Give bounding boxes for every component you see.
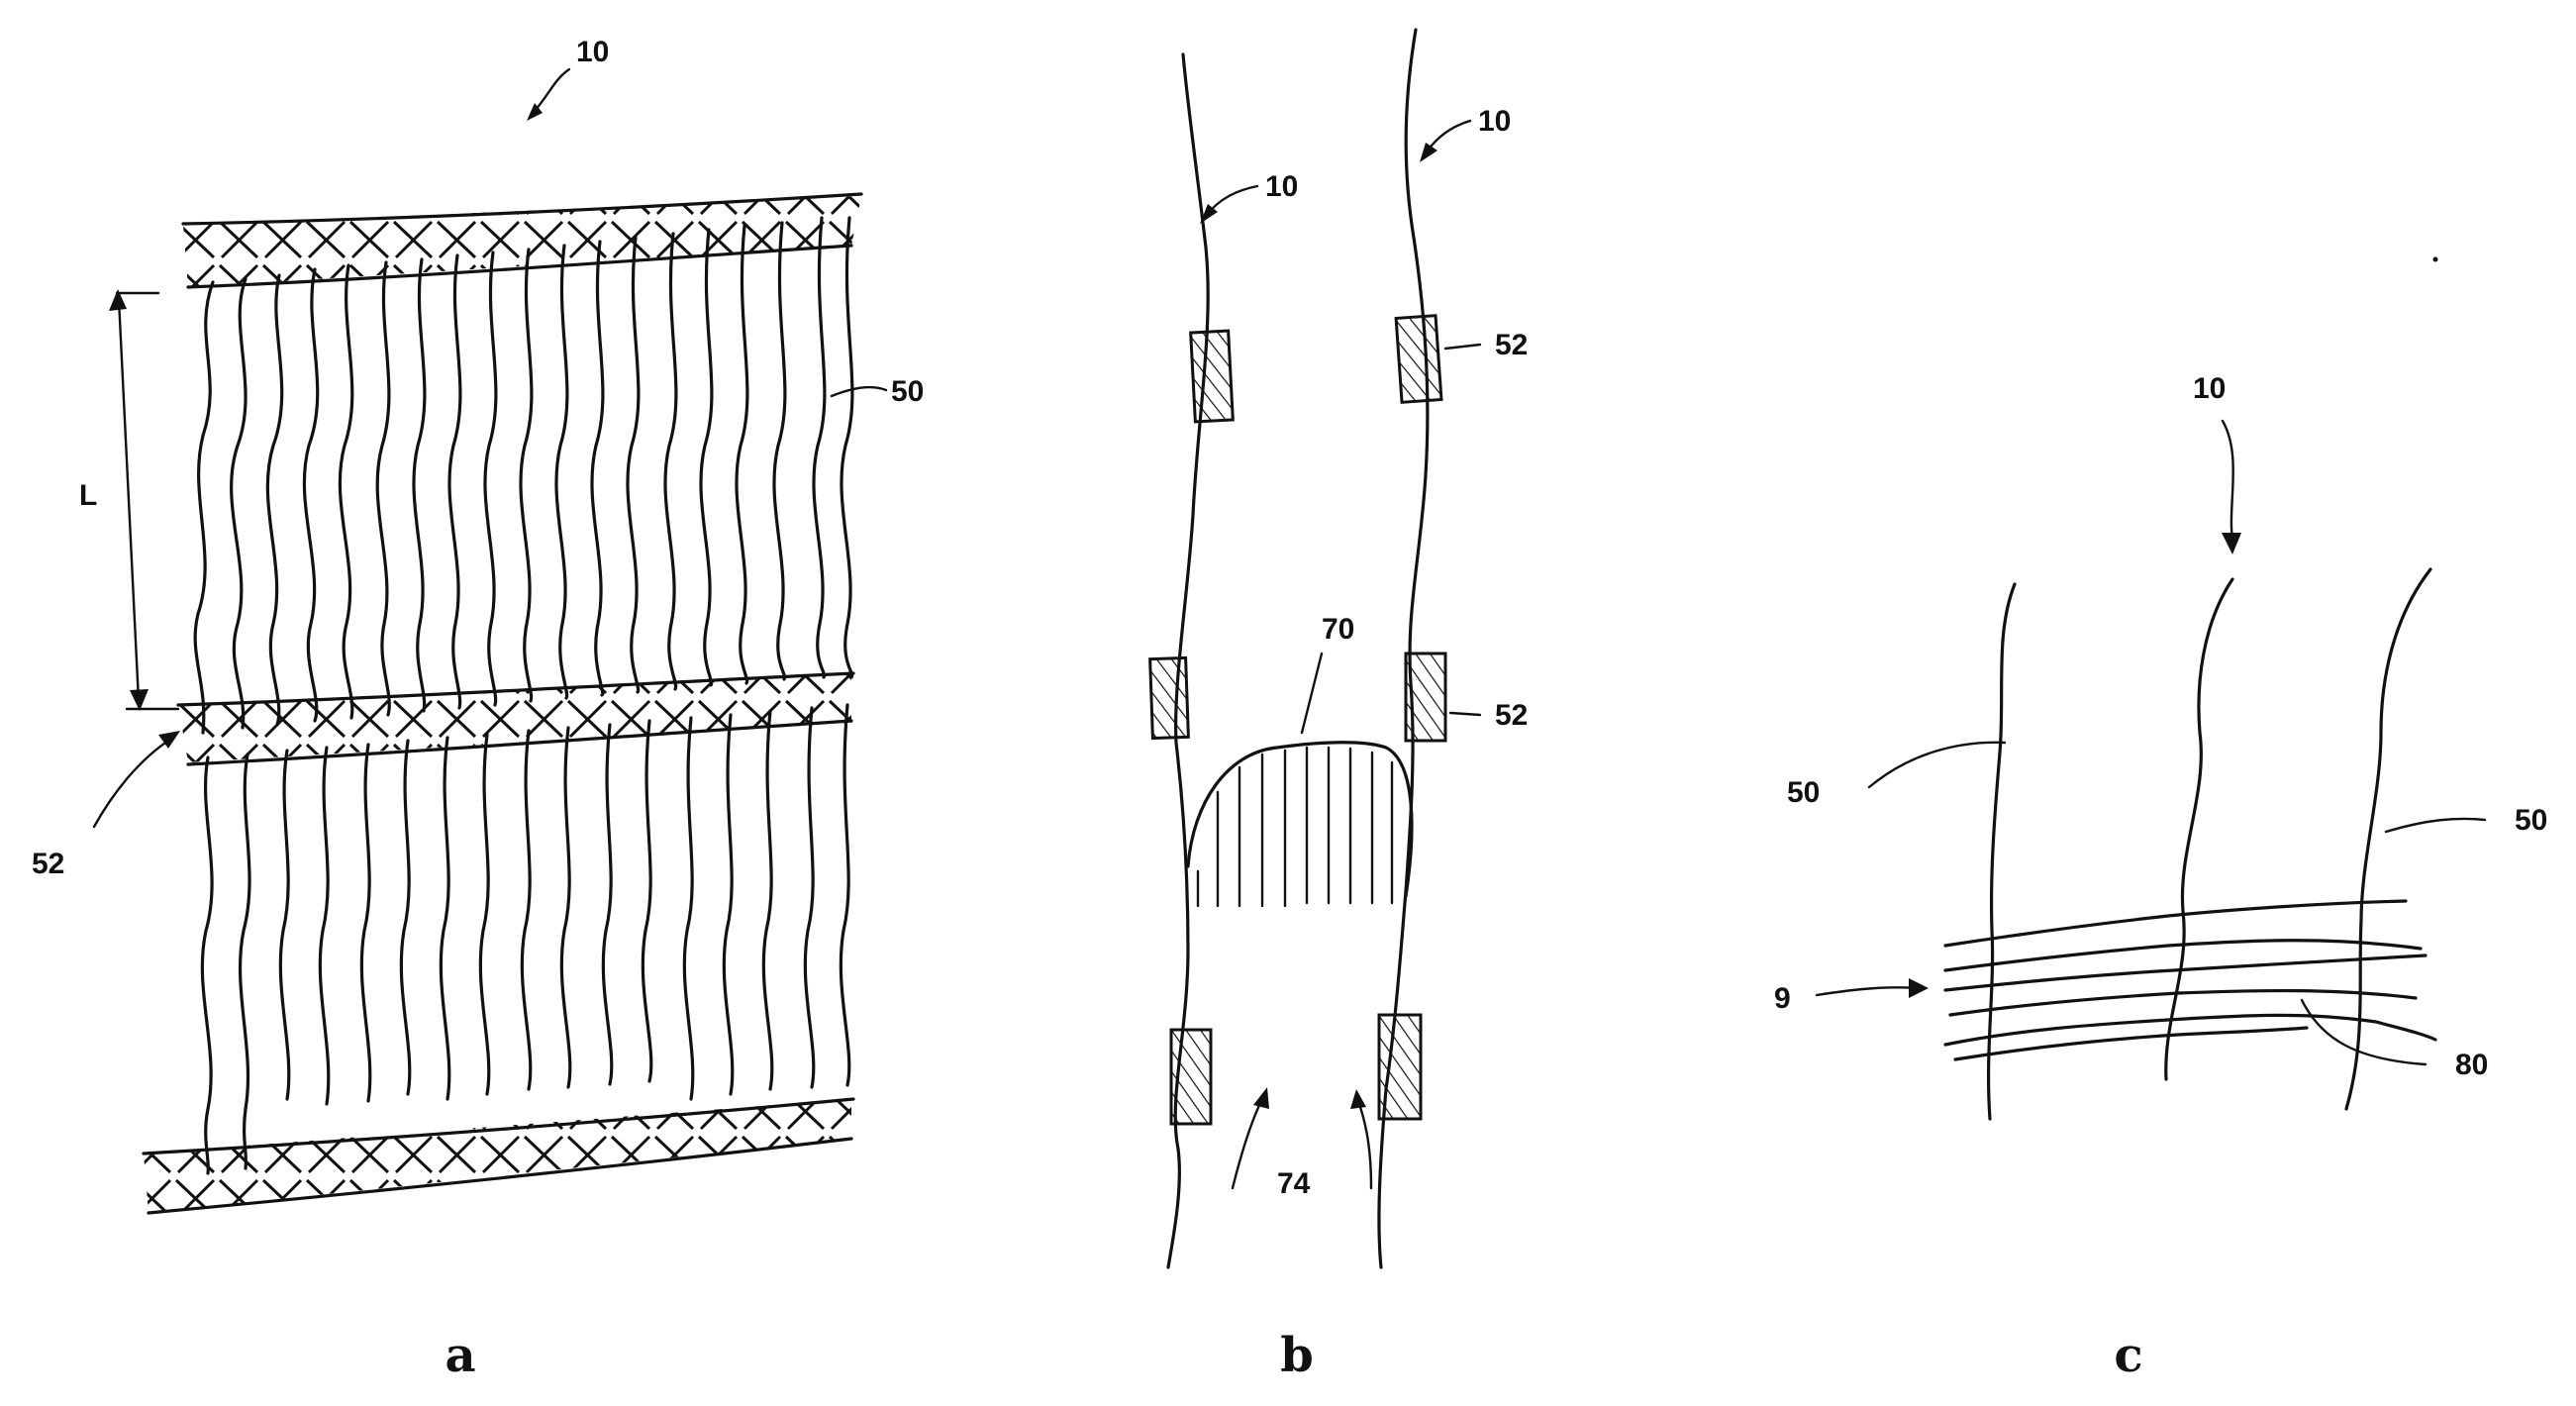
figure-c-leader-50-right: 50	[2384, 804, 2547, 837]
figure-c-label-9: 9	[1774, 982, 1791, 1015]
figure-b: 70 74 10 10 52 52 b	[1148, 28, 1528, 1383]
figure-a-leader-52: 52	[32, 731, 180, 880]
figure-b-left-blocks	[1148, 329, 1235, 1126]
figure-c-thread-left	[1986, 582, 2017, 1121]
figure-b-label-52-middle: 52	[1495, 699, 1528, 732]
figure-a-label-10: 10	[576, 36, 609, 68]
figure-a-fibers-lower	[200, 703, 851, 1175]
figure-b-right-blocks	[1377, 314, 1447, 1121]
figure-c-caption: c	[2114, 1328, 2142, 1383]
figure-a: 10	[32, 36, 924, 1383]
figure-a-leader-50: 50	[830, 375, 924, 408]
figure-c-label-10: 10	[2193, 372, 2226, 405]
figure-a-fibers-upper	[193, 216, 854, 735]
figure-b-leader-10-left: 10	[1200, 170, 1298, 224]
figure-b-leader-74: 74	[1231, 1087, 1373, 1200]
figure-b-leader-10-right: 10	[1420, 105, 1511, 162]
figure-c-leader-9: 9	[1774, 978, 1929, 1015]
figure-c-label-80: 80	[2455, 1049, 2488, 1081]
figure-a-label-L: L	[79, 479, 97, 512]
figure-c-leader-80: 80	[2300, 998, 2488, 1081]
figure-a-label-50: 50	[891, 375, 924, 408]
figure-b-loop	[1186, 741, 1414, 908]
figure-c: 10 50 50 9 80 c	[1774, 256, 2547, 1383]
figure-b-label-10-left: 10	[1265, 170, 1298, 203]
figure-c-thread-right	[2344, 567, 2432, 1111]
figure-c-thread-middle	[2164, 577, 2234, 1081]
figure-b-label-74: 74	[1277, 1167, 1311, 1200]
figure-c-crossing-threads	[1943, 899, 2437, 1061]
figure-a-reference-arrow-10: 10	[527, 36, 609, 121]
figure-c-label-50-left: 50	[1787, 776, 1820, 809]
figure-a-caption: a	[445, 1328, 475, 1383]
figure-c-label-50-right: 50	[2515, 804, 2547, 837]
figure-c-stray-dot	[2432, 256, 2438, 262]
figure-a-label-52: 52	[32, 848, 64, 880]
figure-b-leader-52-top: 52	[1443, 329, 1528, 361]
figure-b-label-70: 70	[1322, 613, 1354, 646]
figure-c-leader-50-left: 50	[1787, 741, 2007, 809]
figure-b-leader-52-middle: 52	[1448, 699, 1528, 732]
figure-a-length-dimension: L	[79, 289, 180, 711]
figure-a-top-band	[181, 192, 863, 289]
figure-b-caption: b	[1280, 1328, 1314, 1383]
figure-b-label-52-top: 52	[1495, 329, 1528, 361]
figure-a-bottom-band	[142, 1097, 855, 1215]
figure-b-leader-70: 70	[1300, 613, 1354, 735]
figure-b-label-10-right: 10	[1478, 105, 1511, 138]
figure-c-leader-10: 10	[2193, 372, 2241, 554]
